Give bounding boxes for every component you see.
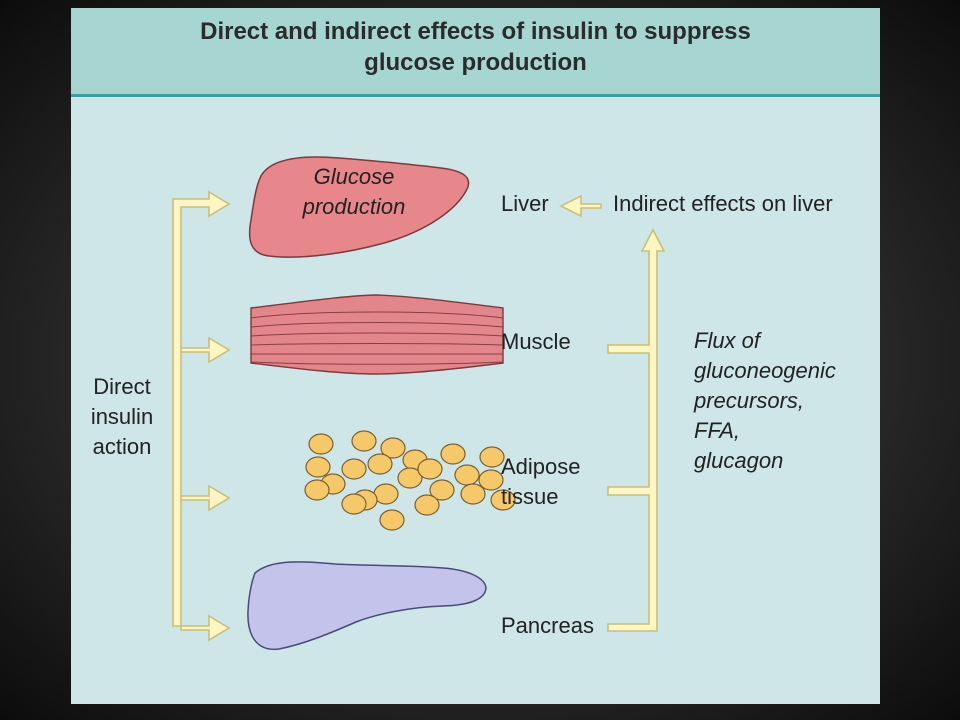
adipose-line-2: tissue [501,484,559,509]
liver-arrow [559,194,602,218]
adipose-cells [304,430,516,531]
glucose-line-1: Glucose [313,164,395,189]
liver-shape [248,156,470,258]
slide-title: Direct and indirect effects of insulin t… [71,16,880,78]
flux-line-2: gluconeogenic [694,358,836,383]
direct-line-3: action [92,434,152,459]
flux-line-1: Flux of [694,328,761,353]
indirect-effects-label: Indirect effects on liver [613,191,833,216]
flux-label: Flux of gluconeogenic precursors, FFA, g… [694,326,836,476]
title-line-2: glucose production [364,49,587,76]
muscle-shape [250,294,504,375]
flux-line-5: glucagon [694,448,784,473]
flux-line-4: FFA, [694,418,741,443]
direct-insulin-action-label: Direct insulin action [83,372,161,462]
diagram-canvas [172,156,666,650]
adipose-line-1: Adipose [501,454,581,479]
direct-action-arrows [172,190,231,642]
muscle-label: Muscle [501,329,571,354]
glucose-line-2: production [302,194,406,219]
direct-line-1: Direct [93,374,151,399]
title-line-1: Direct and indirect effects of insulin t… [200,18,751,45]
slide: Direct and indirect effects of insulin t… [71,8,880,704]
adipose-tissue-label: Adipose tissue [501,452,581,512]
indirect-effect-arrows [559,194,666,632]
pancreas-label: Pancreas [501,613,594,638]
title-banner: Direct and indirect effects of insulin t… [71,8,880,97]
glucose-production-label: Glucose production [279,162,429,222]
liver-label: Liver [501,191,549,216]
pancreas-shape [247,561,487,650]
flux-line-3: precursors, [694,388,805,413]
direct-line-2: insulin [90,404,154,429]
